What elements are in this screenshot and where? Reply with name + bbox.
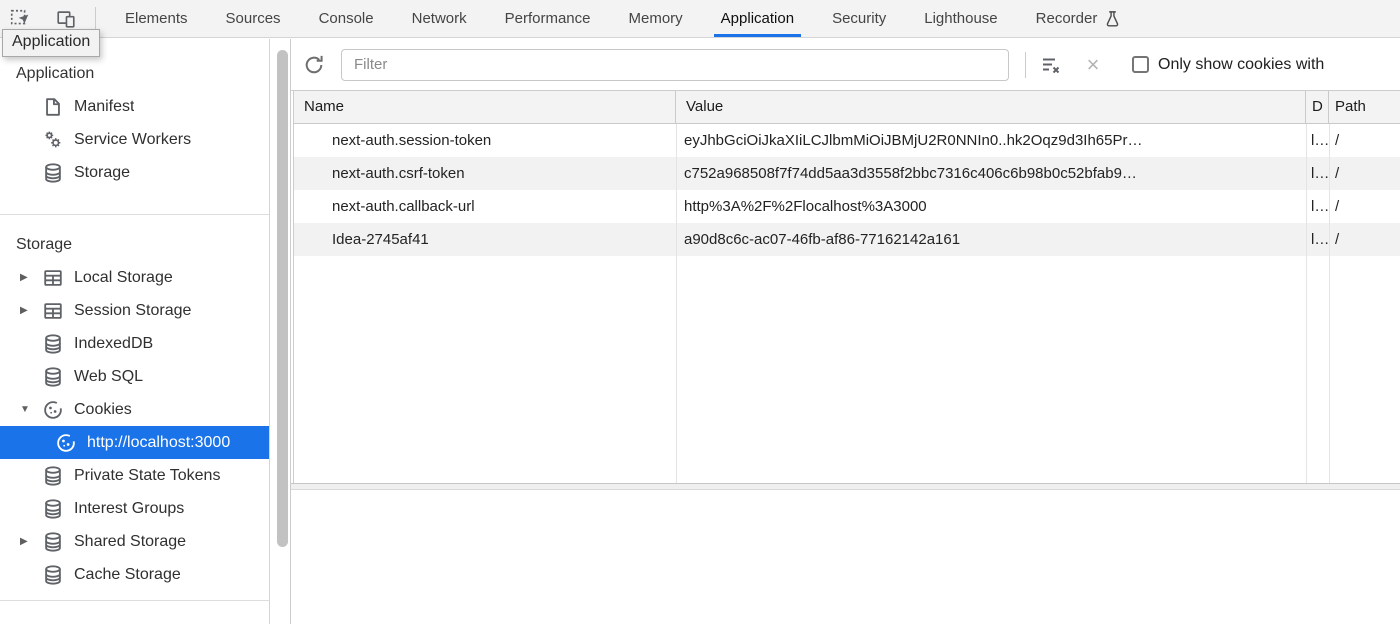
chevron-down-icon[interactable]: ▼ — [20, 404, 30, 415]
cookie-path: / — [1335, 132, 1340, 149]
delete-selected-icon[interactable]: × — [1086, 51, 1100, 77]
cookie-path: / — [1335, 165, 1340, 182]
cookies-panel: × Only show cookies with Name Value D Pa… — [290, 39, 1400, 624]
sidebar-item-shared-storage[interactable]: ▶ Shared Storage — [0, 525, 269, 558]
sidebar-item-service-workers[interactable]: Service Workers — [0, 123, 269, 156]
cookie-value: http%3A%2F%2Flocalhost%3A3000 — [684, 198, 927, 215]
tab-network[interactable]: Network — [411, 10, 467, 27]
cookie-value: c752a968508f7f74dd5aa3d3558f2bbc7316c406… — [684, 165, 1137, 182]
filter-input[interactable] — [341, 48, 1009, 81]
cookie-value: eyJhbGciOiJkaXIiLCJlbmMiOiJBMjU2R0NNIn0.… — [684, 132, 1143, 149]
cookie-name: next-auth.callback-url — [332, 198, 475, 215]
column-divider[interactable] — [1306, 124, 1307, 483]
cookies-toolbar: × Only show cookies with — [291, 39, 1400, 91]
cookie-domain: l… — [1311, 198, 1329, 215]
chevron-right-icon[interactable]: ▶ — [20, 272, 28, 283]
cookie-path: / — [1335, 231, 1340, 248]
cookie-domain: l… — [1311, 231, 1329, 248]
database-icon — [42, 366, 64, 388]
tab-recorder[interactable]: Recorder — [1017, 0, 1141, 37]
clear-all-cookies-icon[interactable] — [1038, 52, 1064, 78]
refresh-icon[interactable] — [301, 52, 327, 78]
application-sidebar: Application Manifest Service Workers Sto… — [0, 39, 270, 624]
table-row[interactable]: next-auth.callback-url http%3A%2F%2Floca… — [294, 190, 1400, 223]
tab-console[interactable]: Console — [318, 10, 374, 27]
only-show-issue-checkbox[interactable] — [1132, 56, 1149, 73]
column-header-name[interactable]: Name — [294, 91, 676, 123]
table-row[interactable]: next-auth.session-token eyJhbGciOiJkaXIi… — [294, 124, 1400, 157]
sidebar-section-storage: Storage ▶ Local Storage ▶ Session Storag… — [0, 214, 269, 591]
cookie-name: next-auth.session-token — [332, 132, 492, 149]
database-icon — [42, 531, 64, 553]
cookie-name: Idea-2745af41 — [332, 231, 429, 248]
devtools-tabbar: Elements Sources Console Network Perform… — [0, 0, 1400, 38]
tab-lighthouse[interactable]: Lighthouse — [924, 10, 998, 27]
database-icon — [42, 333, 64, 355]
sidebar-item-session-storage[interactable]: ▶ Session Storage — [0, 294, 269, 327]
sidebar-item-web-sql[interactable]: Web SQL — [0, 360, 269, 393]
tab-performance[interactable]: Performance — [504, 10, 591, 27]
sidebar-item-cookies-localhost-3000[interactable]: http://localhost:3000 — [0, 426, 269, 459]
cookie-name: next-auth.csrf-token — [332, 165, 465, 182]
tooltip: Application — [2, 29, 101, 57]
cookie-icon — [42, 399, 64, 421]
table-row[interactable]: Idea-2745af41 a90d8c6c-ac07-46fb-af86-77… — [294, 223, 1400, 256]
section-title: Storage — [16, 236, 73, 253]
cookie-path: / — [1335, 198, 1340, 215]
database-icon — [42, 498, 64, 520]
section-title: Application — [16, 65, 95, 82]
column-divider[interactable] — [1329, 124, 1330, 483]
inspect-element-icon[interactable] — [7, 6, 33, 32]
cookies-table: Name Value D Path next-auth.session-toke… — [293, 91, 1400, 483]
tab-elements[interactable]: Elements — [125, 10, 188, 27]
cookie-value: a90d8c6c-ac07-46fb-af86-77162142a161 — [684, 231, 961, 248]
sidebar-item-manifest[interactable]: Manifest — [0, 90, 269, 123]
column-header-domain[interactable]: D — [1306, 91, 1329, 123]
table-header: Name Value D Path — [294, 91, 1400, 124]
sidebar-item-cache-storage[interactable]: Cache Storage — [0, 558, 269, 591]
panel-tabs: Elements Sources Console Network Perform… — [106, 0, 1140, 37]
toolbar-divider — [1025, 51, 1026, 78]
table-row[interactable]: next-auth.csrf-token c752a968508f7f74dd5… — [294, 157, 1400, 190]
sidebar-section-divider — [0, 600, 270, 601]
sidebar-scrollbar[interactable] — [277, 50, 288, 547]
column-header-value[interactable]: Value — [676, 91, 1306, 123]
sidebar-item-storage[interactable]: Storage — [0, 156, 269, 189]
sidebar-item-cookies[interactable]: ▼ Cookies — [0, 393, 269, 426]
cookie-domain: l… — [1311, 132, 1329, 149]
column-header-path[interactable]: Path — [1335, 98, 1366, 115]
sidebar-item-local-storage[interactable]: ▶ Local Storage — [0, 261, 269, 294]
chevron-right-icon[interactable]: ▶ — [20, 305, 28, 316]
cookie-preview-pane — [291, 490, 1400, 624]
database-icon — [42, 162, 64, 184]
sidebar-item-private-state-tokens[interactable]: Private State Tokens — [0, 459, 269, 492]
device-toolbar-icon[interactable] — [53, 6, 79, 32]
chevron-right-icon[interactable]: ▶ — [20, 536, 28, 547]
grid-icon — [42, 300, 64, 322]
sidebar-section-application: Application Manifest Service Workers Sto… — [0, 39, 269, 214]
document-icon — [42, 96, 64, 118]
tab-application[interactable]: Application — [702, 0, 813, 37]
tab-memory[interactable]: Memory — [628, 10, 683, 27]
database-icon — [42, 465, 64, 487]
checkbox-label: Only show cookies with — [1158, 55, 1325, 73]
column-divider[interactable] — [676, 124, 677, 483]
database-icon — [42, 564, 64, 586]
sidebar-item-interest-groups[interactable]: Interest Groups — [0, 492, 269, 525]
toolbar-divider — [95, 6, 96, 31]
gears-icon — [42, 129, 64, 151]
cookie-domain: l… — [1311, 165, 1329, 182]
grid-icon — [42, 267, 64, 289]
flask-icon — [1107, 11, 1119, 27]
tab-security[interactable]: Security — [832, 10, 887, 27]
sidebar-item-indexeddb[interactable]: IndexedDB — [0, 327, 269, 360]
cookie-icon — [55, 432, 77, 454]
tab-sources[interactable]: Sources — [225, 10, 281, 27]
panel-splitter[interactable] — [291, 483, 1400, 490]
